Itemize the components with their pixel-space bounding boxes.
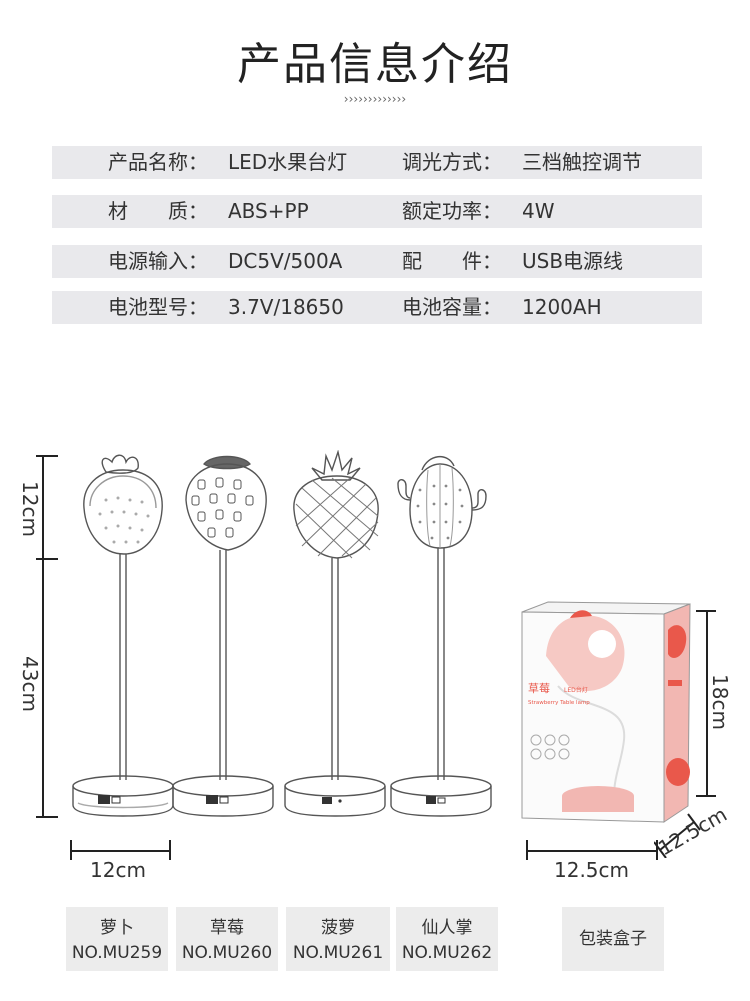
spec-label: 电池型号： <box>108 295 208 319</box>
dimension-tick <box>526 840 528 860</box>
dimension-line-vertical <box>42 455 44 817</box>
spec-label: 材 质： <box>108 199 208 223</box>
spec-row: 电池型号： 3.7V/18650 电池容量： 1200AH <box>52 291 702 324</box>
spec-value: 4W <box>522 199 555 223</box>
product-label: 萝卜 NO.MU259 <box>66 907 168 971</box>
box-depth-dimension-line <box>654 813 701 858</box>
title-divider-arrows: ››››››››››››› <box>343 92 407 106</box>
spec-row: 电源输入： DC5V/500A 配 件： USB电源线 <box>52 245 702 278</box>
dimension-tick <box>169 840 171 860</box>
dimension-tick <box>696 610 716 612</box>
spec-row: 材 质： ABS+PP 额定功率： 4W <box>52 195 702 228</box>
carrot-lamp-illustration <box>72 454 174 817</box>
product-name: 菠萝 <box>321 918 355 938</box>
spec-value: DC5V/500A <box>228 249 343 273</box>
cactus-lamp-illustration <box>390 456 492 817</box>
product-name: 草莓 <box>210 918 244 938</box>
pineapple-lamp-illustration <box>284 450 386 817</box>
product-code: NO.MU262 <box>401 943 493 963</box>
box-english-name: Strawberry Table lamp <box>528 700 590 706</box>
spec-label: 配 件： <box>402 249 502 273</box>
stem-height-label: 43cm <box>17 656 42 712</box>
box-height-label: 18cm <box>707 674 732 730</box>
dimension-line-vertical <box>706 610 708 796</box>
spec-value: 3.7V/18650 <box>228 295 344 319</box>
spec-value: 三档触控调节 <box>522 150 642 174</box>
box-badge: LED台灯 <box>564 686 588 694</box>
strawberry-lamp-illustration <box>172 455 274 817</box>
product-label: 菠萝 NO.MU261 <box>286 907 390 971</box>
dimension-tick <box>36 816 58 818</box>
spec-label: 调光方式： <box>402 150 502 174</box>
product-code: NO.MU260 <box>181 943 273 963</box>
spec-value: ABS+PP <box>228 199 309 223</box>
product-name: 萝卜 <box>100 918 134 938</box>
spec-label: 电源输入： <box>108 249 208 273</box>
product-code: NO.MU261 <box>292 943 384 963</box>
spec-label: 额定功率： <box>402 199 502 223</box>
packaging-box-illustration: 草莓 LED台灯 Strawberry Table lamp <box>521 601 691 823</box>
spec-value: LED水果台灯 <box>228 150 348 174</box>
box-width-label: 12.5cm <box>554 858 630 882</box>
dimension-tick <box>70 840 72 860</box>
dimension-line-horizontal <box>70 850 170 852</box>
product-label: 仙人掌 NO.MU262 <box>396 907 498 971</box>
page-title: 产品信息介绍 <box>237 39 513 90</box>
dimension-tick <box>696 795 716 797</box>
base-width-label: 12cm <box>90 858 146 882</box>
spec-label: 电池容量： <box>402 295 502 319</box>
spec-value: USB电源线 <box>522 249 624 273</box>
product-label: 草莓 NO.MU260 <box>176 907 278 971</box>
product-name: 仙人掌 <box>421 918 473 938</box>
dimension-tick <box>656 840 658 860</box>
head-height-label: 12cm <box>17 481 42 537</box>
spec-label: 产品名称： <box>108 150 208 174</box>
box-caption: 包装盒子 <box>562 907 664 971</box>
spec-value: 1200AH <box>522 295 602 319</box>
dimension-line-horizontal <box>526 850 658 852</box>
dimension-tick <box>36 455 58 457</box>
spec-row: 产品名称： LED水果台灯 调光方式： 三档触控调节 <box>52 146 702 179</box>
dimension-tick <box>36 558 58 560</box>
box-product-name: 草莓 <box>528 682 550 695</box>
product-code: NO.MU259 <box>71 943 163 963</box>
